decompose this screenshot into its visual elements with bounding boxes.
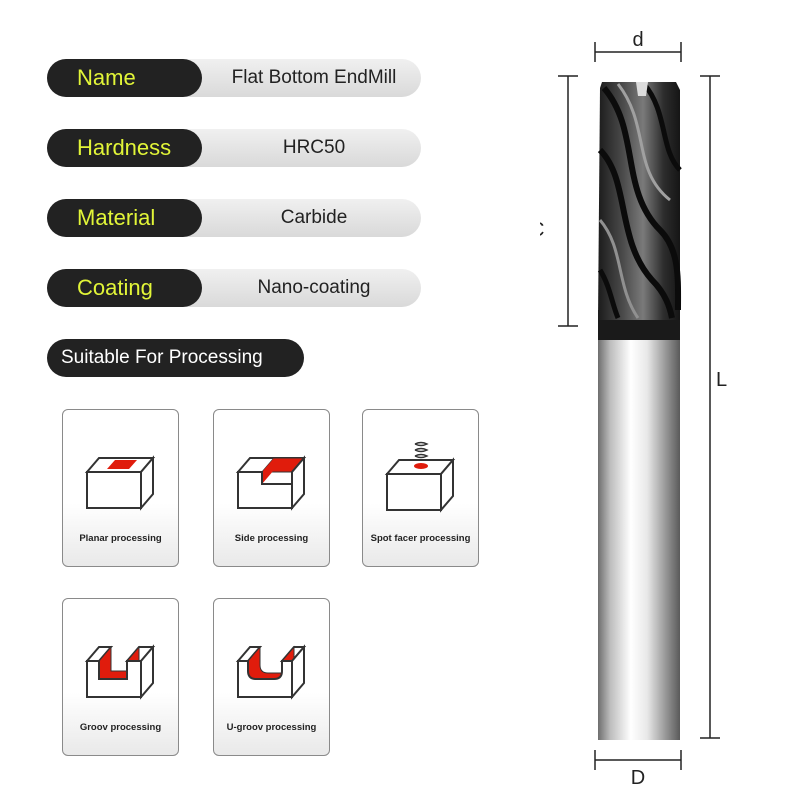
groove-processing-icon: [84, 644, 156, 700]
process-label: Planar processing: [79, 533, 162, 544]
spec-value: Nano-coating: [257, 277, 371, 298]
end-mill-diagram: d C L D: [540, 29, 727, 789]
dim-d-upper-label: D: [631, 767, 645, 789]
spec-row-coating: Coating Nano-coating: [47, 269, 421, 307]
process-card-planar: Planar processing: [62, 409, 179, 567]
dim-d-label: d: [632, 29, 643, 51]
spec-value: Flat Bottom EndMill: [231, 67, 397, 88]
spec-value: HRC50: [282, 137, 346, 158]
spot-facer-processing-icon: [384, 441, 456, 513]
process-card-side: Side processing: [213, 409, 330, 567]
spec-row-material: Material Carbide: [47, 199, 421, 237]
spec-label: Name: [47, 59, 202, 97]
process-label: U-groov processing: [226, 722, 317, 733]
process-label: Groov processing: [79, 722, 162, 733]
dim-l-label: L: [716, 369, 727, 391]
process-label: Side processing: [234, 533, 309, 544]
spec-label: Coating: [47, 269, 202, 307]
spec-label: Material: [47, 199, 202, 237]
side-processing-icon: [235, 455, 307, 511]
planar-processing-icon: [84, 455, 156, 511]
process-label: Spot facer processing: [370, 533, 471, 544]
process-card-u-groove: U-groov processing: [213, 598, 330, 756]
spec-row-hardness: Hardness HRC50: [47, 129, 421, 167]
dim-c-label: C: [540, 219, 544, 241]
tool-shank: [598, 320, 680, 740]
spec-label: Hardness: [47, 129, 202, 167]
process-card-groove: Groov processing: [62, 598, 179, 756]
spec-value: Carbide: [280, 207, 348, 228]
process-card-spot-facer: Spot facer processing: [362, 409, 479, 567]
u-groove-processing-icon: [235, 644, 307, 700]
suitable-for-processing-title: Suitable For Processing: [47, 339, 304, 377]
spec-row-name: Name Flat Bottom EndMill: [47, 59, 421, 97]
